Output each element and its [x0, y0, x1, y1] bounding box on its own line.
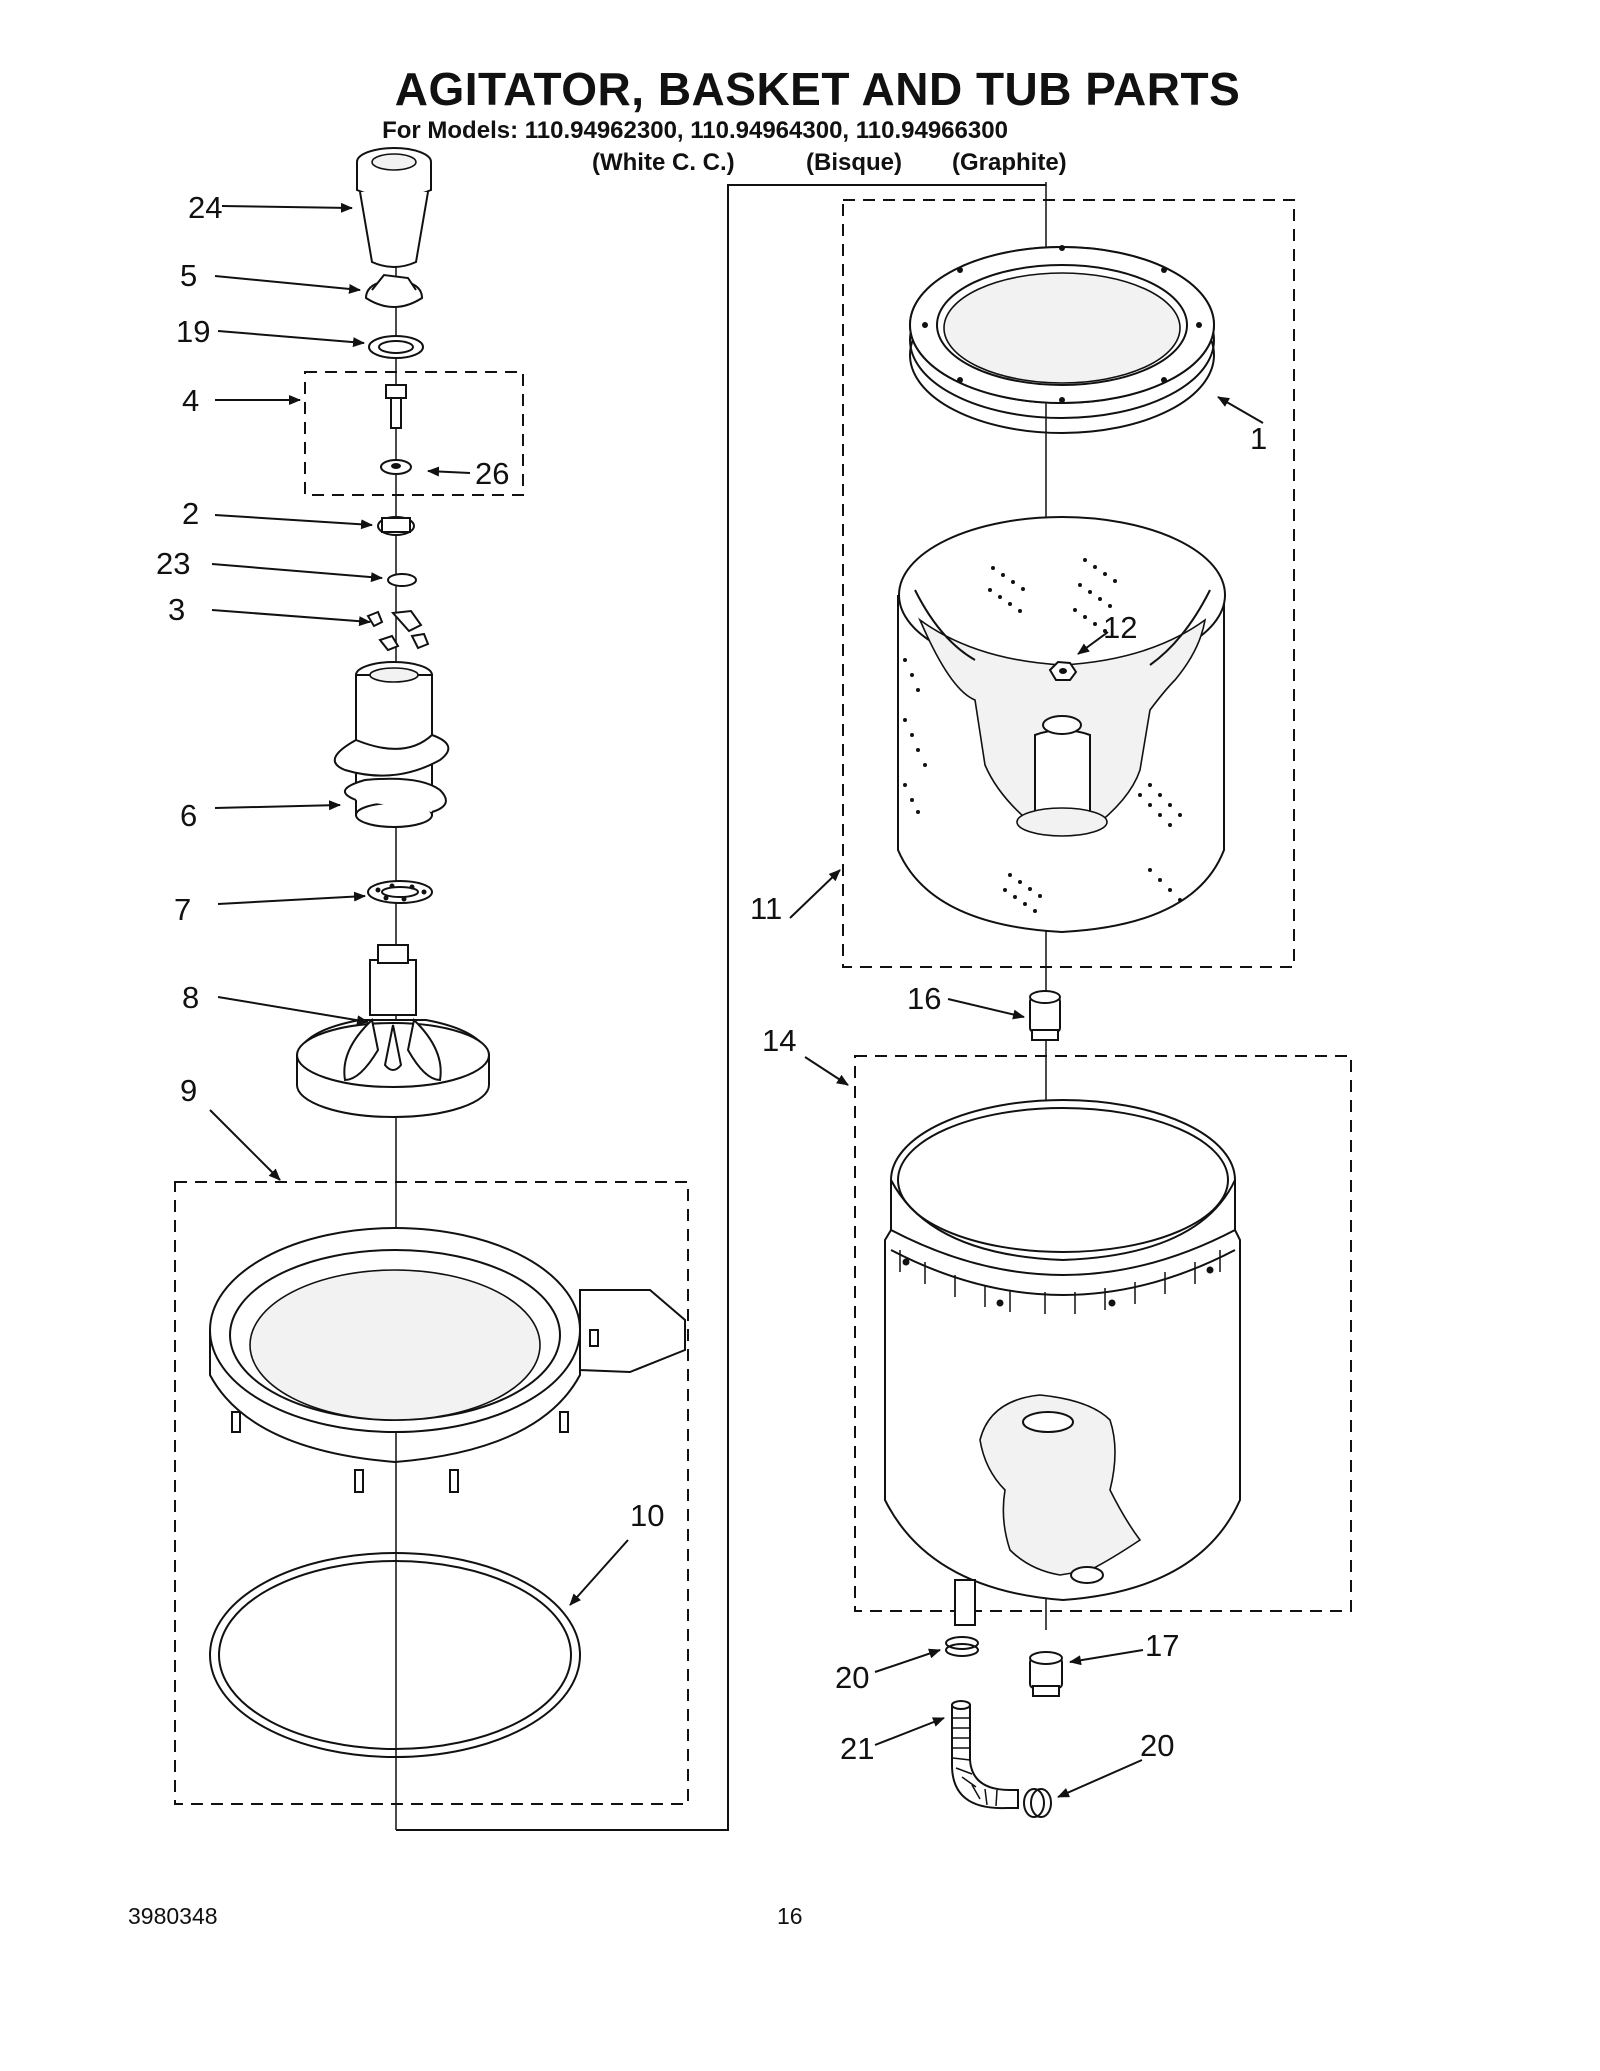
callout-26: 26 — [475, 456, 510, 491]
group-box-4 — [304, 371, 524, 496]
callout-2: 2 — [182, 496, 200, 531]
part-11-basket — [897, 516, 1226, 934]
part-21-hose — [951, 1700, 1019, 1810]
callout-7: 7 — [174, 892, 192, 927]
callout-4: 4 — [182, 383, 200, 418]
group-box-14 — [854, 1055, 1352, 1612]
callout-10: 10 — [630, 1498, 665, 1533]
part-20-clamp-upper — [945, 1636, 979, 1657]
callout-6: 6 — [180, 798, 198, 833]
callout-16: 16 — [907, 981, 942, 1016]
callout-20-upper: 20 — [835, 1660, 870, 1695]
part-23-washer — [387, 573, 417, 587]
part-8-agitator-base — [296, 944, 490, 1118]
callout-19: 19 — [176, 314, 211, 349]
assembly-link-line — [396, 184, 1046, 1831]
variant-bisque: (Bisque) — [806, 149, 902, 176]
part-2-cam — [377, 516, 415, 536]
callout-14: 14 — [762, 1023, 797, 1058]
part-5-cap — [364, 273, 424, 308]
callout-24: 24 — [188, 190, 223, 225]
part-9-tub-ring — [209, 1227, 686, 1493]
callout-11: 11 — [750, 891, 783, 926]
part-7-bearing — [367, 880, 433, 904]
part-19-ring — [368, 335, 424, 359]
part-1-balance-ring — [909, 245, 1215, 434]
variant-white: (White C. C.) — [592, 149, 735, 176]
group-box-11 — [842, 199, 1295, 968]
part-20-clamp-lower — [1023, 1788, 1052, 1818]
part-14-outer-tub — [884, 1099, 1241, 1626]
part-26-washer — [380, 459, 412, 475]
part-10-ring-seal — [209, 1552, 581, 1758]
group-box-9 — [174, 1181, 689, 1805]
part-16-hub — [1029, 990, 1061, 1041]
page-title: AGITATOR, BASKET AND TUB PARTS — [394, 63, 1241, 115]
callout-5: 5 — [180, 258, 198, 293]
callout-20-lower: 20 — [1140, 1728, 1175, 1763]
page-number: 16 — [777, 1903, 803, 1929]
part-17-plug — [1029, 1651, 1063, 1697]
document-number: 3980348 — [128, 1903, 218, 1929]
callout-1: 1 — [1250, 421, 1268, 456]
callout-8: 8 — [182, 980, 200, 1015]
callout-3: 3 — [168, 592, 186, 627]
callout-12: 12 — [1103, 610, 1138, 645]
models-subtitle: For Models: 110.94962300, 110.94964300, … — [382, 117, 1008, 144]
variant-graphite: (Graphite) — [952, 149, 1067, 176]
callout-9: 9 — [180, 1073, 198, 1108]
callout-21: 21 — [840, 1731, 875, 1766]
callout-23: 23 — [156, 546, 191, 581]
part-4-bolt — [385, 384, 407, 429]
callout-17: 17 — [1145, 1628, 1180, 1663]
part-24-dispenser — [356, 147, 432, 268]
part-6-auger — [333, 661, 450, 828]
part-12-nut — [1048, 660, 1078, 681]
part-3-dogs — [366, 609, 430, 652]
leader-arrows — [209, 202, 1264, 1798]
